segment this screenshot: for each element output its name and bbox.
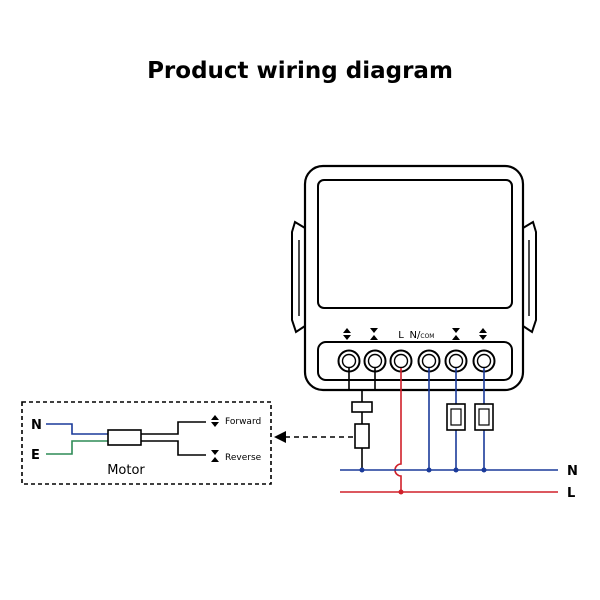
page-title: Product wiring diagram: [147, 58, 453, 84]
motor-n-input-label: N: [31, 418, 42, 433]
motor-e-input-label: E: [31, 448, 40, 463]
connection-arrow: [274, 431, 353, 443]
screw-terminal-4: [417, 349, 441, 373]
switch-module: [291, 164, 537, 392]
arrow-left-icon: [274, 431, 286, 443]
terminal-com-label: COM: [420, 333, 434, 340]
motor-label: Motor: [107, 463, 145, 478]
live-rail: [340, 489, 558, 495]
terminal-up-icon: [343, 328, 351, 340]
terminal-down-icon: [370, 328, 378, 340]
motor-body: [107, 429, 142, 446]
wall-switch-2: [474, 403, 494, 431]
screw-terminal-1: [337, 349, 361, 373]
terminal-l-label: L: [398, 330, 404, 341]
terminal-labels: L N/COM: [343, 328, 487, 341]
wall-switch-1: [446, 403, 466, 431]
terminal-n-label: N/: [410, 330, 421, 341]
forward-icon: [211, 415, 219, 427]
neutral-rail: [340, 467, 558, 473]
motor-output-wires: [348, 368, 376, 470]
rail-l-label: L: [567, 486, 575, 501]
wall-switches: [446, 403, 494, 431]
terminal-up-icon-2: [479, 328, 487, 340]
motor-box: N E Forward Reverse Motor: [21, 401, 272, 485]
reverse-icon: [211, 450, 219, 462]
terminal-ncom-label: N/COM: [410, 330, 435, 341]
reverse-label: Reverse: [225, 453, 262, 463]
rail-n-label: N: [567, 464, 578, 479]
forward-label: Forward: [225, 417, 261, 427]
terminal-down-icon-2: [452, 328, 460, 340]
